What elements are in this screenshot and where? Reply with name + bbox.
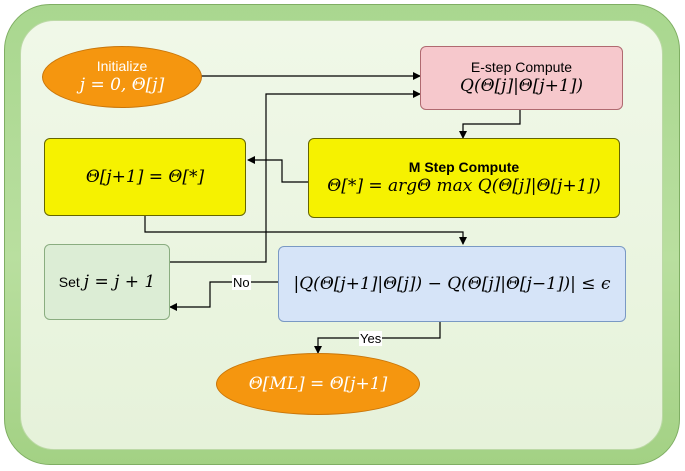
estep-node: E-step Compute Q(Θ[j]|Θ[j+1]) [420, 46, 623, 110]
no-label: No [232, 275, 251, 290]
final-node: Θ[ML] = Θ[j+1] [216, 353, 420, 415]
edge-check-to-set [169, 281, 278, 311]
edge-mstep-to-update [247, 156, 308, 183]
edge-estep-to-mstep [459, 110, 521, 139]
convergence-check-node: |Q(Θ[j+1]|Θ[j]) − Q(Θ[j]|Θ[j−1])| ≤ ϵ [278, 246, 626, 322]
convergence-formula: |Q(Θ[j+1]|Θ[j]) − Q(Θ[j]|Θ[j−1])| ≤ ϵ [293, 273, 611, 294]
update-node: Θ[j+1] = Θ[*] [44, 138, 246, 216]
mstep-title: M Step Compute [408, 159, 520, 175]
set-formula: j = j + 1 [83, 271, 156, 292]
yes-label: Yes [359, 331, 383, 346]
initialize-title: Initialize [96, 58, 148, 74]
initialize-formula: j = 0, Θ[j] [79, 75, 165, 95]
edge-update-to-check [144, 216, 467, 245]
estep-title: E-step Compute [470, 59, 573, 75]
mstep-node: M Step Compute Θ[*] = argΘ max Q(Θ[j]|Θ[… [308, 138, 620, 218]
estep-formula: Q(Θ[j]|Θ[j+1]) [460, 76, 583, 96]
update-formula: Θ[j+1] = Θ[*] [85, 166, 205, 187]
final-formula: Θ[ML] = Θ[j+1] [248, 373, 388, 394]
mstep-formula: Θ[*] = argΘ max Q(Θ[j]|Θ[j+1]) [327, 176, 601, 196]
initialize-node: Initialize j = 0, Θ[j] [42, 46, 202, 108]
edge-set-to-estep [170, 90, 421, 263]
set-label: Set [58, 273, 80, 290]
set-node: Set j = j + 1 [44, 244, 170, 320]
